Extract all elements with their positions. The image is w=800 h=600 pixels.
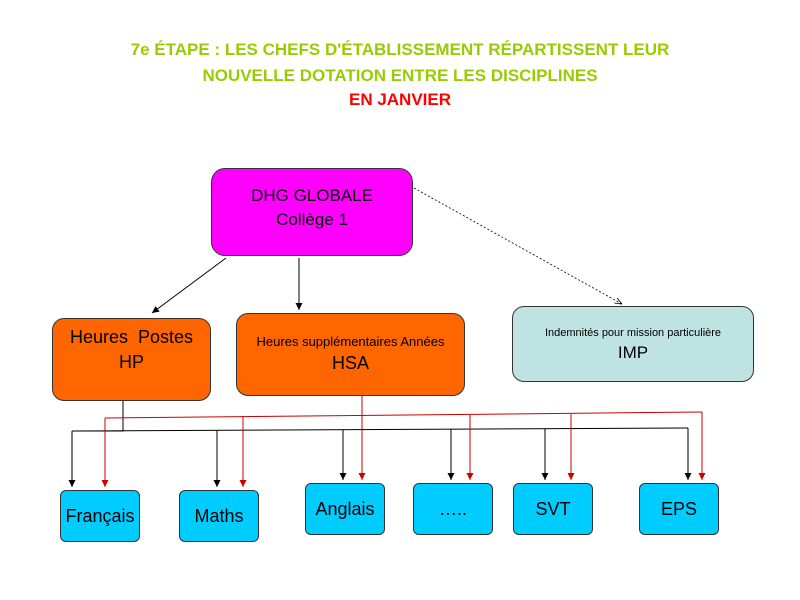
node-dhg-subtitle: Collège 1: [276, 210, 348, 229]
discipline-anglais: Anglais: [305, 483, 385, 535]
title-line-2: NOUVELLE DOTATION ENTRE LES DISCIPLINES: [202, 66, 598, 85]
node-dhg-globale: DHG GLOBALE Collège 1: [211, 168, 413, 256]
title-line-1: 7e ÉTAPE : LES CHEFS D'ÉTABLISSEMENT RÉP…: [130, 40, 670, 59]
node-hsa-title: Heures supplémentaires Années: [256, 334, 445, 349]
title-line-3: EN JANVIER: [348, 90, 452, 109]
node-hp-code: HP: [118, 352, 144, 372]
discipline-svt: SVT: [513, 483, 593, 535]
discipline-francais: Français: [60, 490, 140, 542]
node-heures-postes: Heures Postes HP: [52, 318, 211, 401]
node-hsa-code: HSA: [331, 353, 369, 373]
node-dhg-title: DHG GLOBALE: [251, 186, 373, 205]
discipline-other: …..: [413, 483, 493, 535]
hsa-distribution-lines: [101, 396, 706, 487]
node-imp-code: IMP: [617, 343, 649, 362]
arrow-dhg-to-imp: [413, 187, 622, 304]
hp-distribution-lines: [68, 401, 692, 487]
discipline-eps: EPS: [639, 483, 719, 535]
arrow-dhg-to-hp: [151, 257, 227, 314]
node-indemnites: Indemnités pour mission particulière IMP: [512, 306, 754, 382]
node-heures-supplementaires: Heures supplémentaires Années HSA: [236, 313, 465, 396]
node-hp-title: Heures Postes: [69, 327, 194, 347]
node-imp-title: Indemnités pour mission particulière: [544, 327, 722, 339]
discipline-maths: Maths: [179, 490, 259, 542]
